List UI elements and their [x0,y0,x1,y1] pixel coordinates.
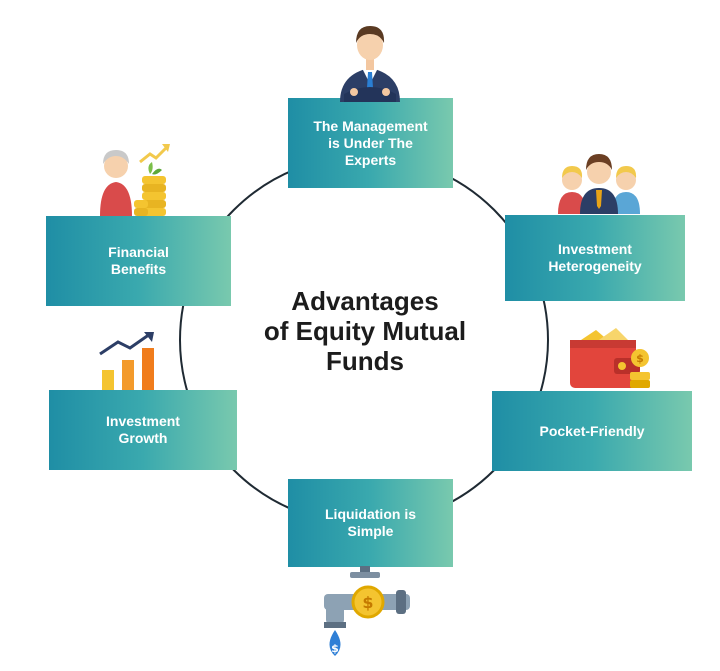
box-liquidation: Liquidation is Simple [288,479,453,567]
svg-text:$: $ [636,352,644,365]
box-heterogeneity: Investment Heterogeneity [505,215,685,301]
box-growth: Investment Growth [49,390,237,470]
box-pocket-friendly: Pocket-Friendly [492,391,692,471]
businessman-icon [340,26,400,102]
box-financial-benefits: Financial Benefits [46,216,231,306]
svg-text:$: $ [331,642,339,655]
elder-coins-icon [100,144,170,216]
growth-chart-icon [99,332,154,390]
money-tap-icon: $ $ [324,566,410,656]
svg-text:$: $ [362,593,373,612]
people-group-icon [558,154,640,214]
wallet-icon: $ [570,328,650,388]
box-management: The Management is Under The Experts [288,98,453,188]
diagram-title: Advantages of Equity Mutual Funds [263,286,467,376]
